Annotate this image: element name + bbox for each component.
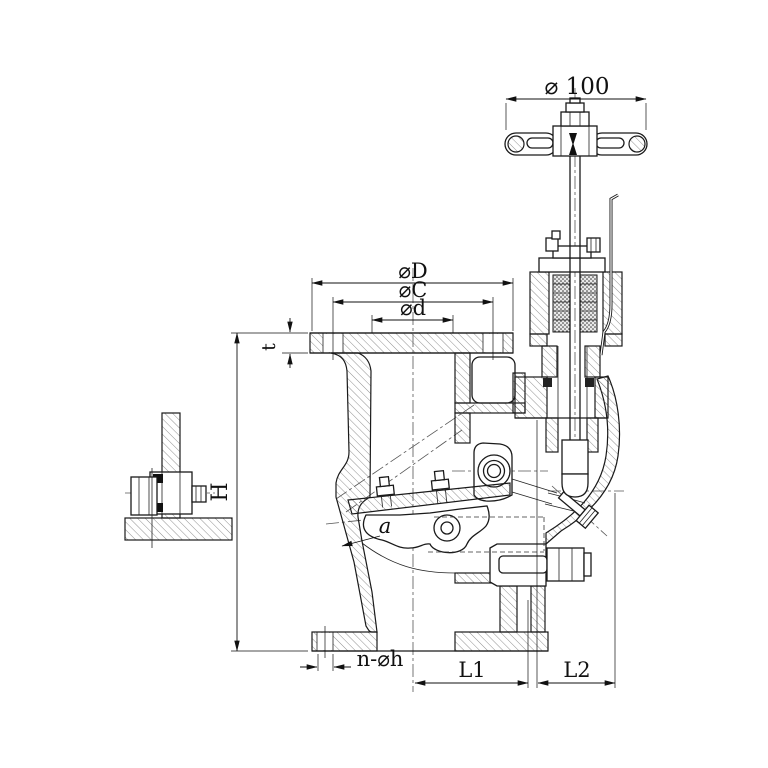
gland-flange [538, 257, 606, 273]
bottom-flange-right [454, 631, 549, 652]
dimensions: ⌀ 100 ⌀D ⌀C ⌀d t [208, 74, 647, 688]
handwheel-rim-left-end [507, 135, 525, 153]
gland-screw [586, 237, 601, 253]
disc-flap [362, 505, 490, 554]
dim-bore: ⌀d [371, 296, 454, 333]
dim-flange-thickness: t [258, 318, 308, 368]
disc-hinge-hole-inner [440, 521, 454, 535]
bracket-washer-bottom [153, 503, 163, 512]
dim-label-bolt-holes: n-⌀h [357, 647, 404, 671]
dim-handwheel-diameter: ⌀ 100 [505, 74, 647, 130]
dim-bolt-holes: n-⌀h [300, 647, 403, 671]
stuffing-box-left [529, 271, 550, 335]
side-bolt-head [546, 547, 585, 582]
bonnet [514, 345, 609, 453]
dim-label-angle: a [379, 514, 392, 538]
hinge-pin-inner [486, 463, 502, 479]
dim-label-l1: L1 [458, 658, 485, 682]
packing-left [552, 274, 571, 333]
dim-label-height: H [208, 482, 233, 501]
dim-l1: L1 [414, 600, 529, 688]
gland-follower [552, 245, 592, 259]
dim-bolt-circle: ⌀C [332, 278, 494, 326]
gland-lug [545, 237, 559, 252]
stem-lower-block [561, 439, 589, 475]
dim-height: H [208, 332, 308, 652]
hidden-edges [428, 516, 545, 553]
bracket-base-plate [124, 517, 233, 541]
side-bolt-washer [583, 552, 592, 577]
hub-key-section [569, 133, 577, 155]
dim-l2: L2 [536, 420, 616, 688]
packing-right [579, 274, 598, 333]
bracket-washer-top [153, 474, 163, 483]
chamber-bottom-line [361, 542, 456, 574]
outlet-inner-wall [499, 585, 518, 633]
dim-label-bolt-circle: ⌀C [399, 278, 428, 302]
seat-plate [347, 482, 511, 515]
disc-assembly [347, 442, 600, 554]
dim-flange-od: ⌀D [311, 259, 514, 331]
body-left-wall [330, 352, 378, 633]
dim-label-l2: L2 [563, 658, 590, 682]
wall-bracket [124, 412, 233, 548]
body-window-pocket [471, 356, 516, 404]
body-right-wall [454, 352, 471, 404]
bracket-bolt-head [130, 476, 158, 516]
angled-bolt [557, 490, 600, 530]
valve-body [309, 326, 621, 658]
handwheel-nut [560, 111, 590, 127]
dim-label-flange-thickness: t [258, 343, 280, 351]
side-bolt-shaft [498, 555, 548, 574]
bonnet-flange-right [594, 376, 609, 419]
hinge-pin-outer [482, 459, 506, 483]
stem-tip [561, 473, 589, 498]
gland-packing [529, 230, 623, 347]
dim-label-handwheel-diameter: ⌀ 100 [544, 74, 609, 100]
outlet-outer-wall [530, 585, 546, 633]
disc-hinge-hole-outer [433, 514, 461, 542]
seat-bolt-1 [375, 475, 395, 508]
handwheel [504, 97, 648, 157]
stem [561, 156, 619, 498]
dim-label-bore: ⌀d [400, 296, 426, 320]
dim-label-flange-od: ⌀D [398, 259, 427, 283]
bonnet-flange-left [514, 376, 548, 419]
dim-angle: a [341, 514, 392, 547]
hinge-arm [511, 478, 586, 514]
centerlines [125, 88, 624, 692]
seat-bolt-2 [430, 469, 450, 504]
handwheel-rim-right-end [628, 135, 646, 153]
bracket-bolt-end [191, 485, 207, 503]
